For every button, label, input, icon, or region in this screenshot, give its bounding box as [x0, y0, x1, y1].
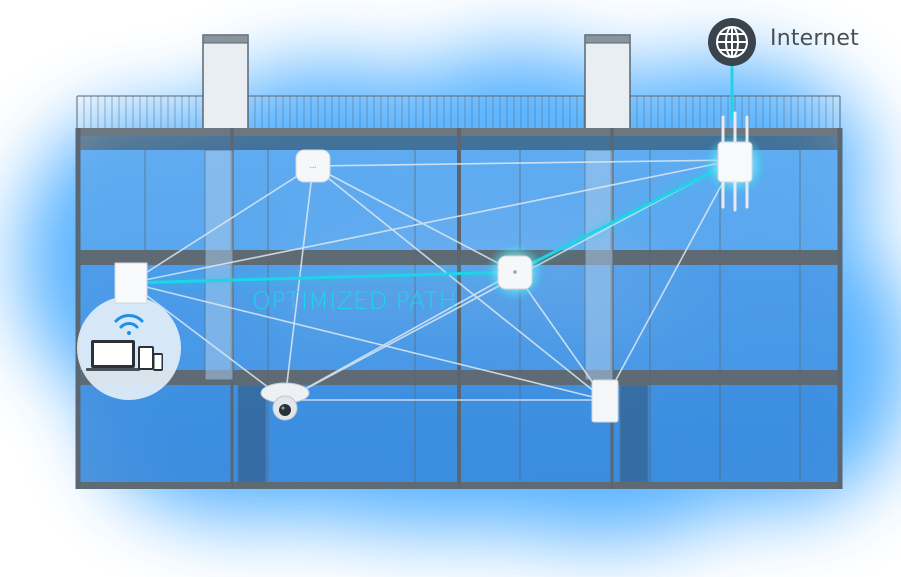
wifi-icon	[114, 314, 144, 335]
client-devices	[77, 296, 181, 400]
outdoor-access-point	[717, 111, 753, 212]
desk-access-point	[591, 379, 619, 423]
svg-text:•••: •••	[309, 165, 316, 170]
optimized-path-label: OPTIMIZED PATH	[252, 287, 458, 315]
globe-icon	[708, 18, 756, 66]
ceiling-access-point-center	[497, 255, 533, 290]
mesh-links	[129, 159, 736, 401]
internet-label: Internet	[770, 26, 859, 51]
wall-access-point	[114, 262, 148, 304]
building-frame	[75, 128, 843, 489]
rooftop	[76, 34, 841, 131]
security-camera	[260, 382, 310, 421]
ceiling-access-point-top: •••	[295, 149, 331, 183]
